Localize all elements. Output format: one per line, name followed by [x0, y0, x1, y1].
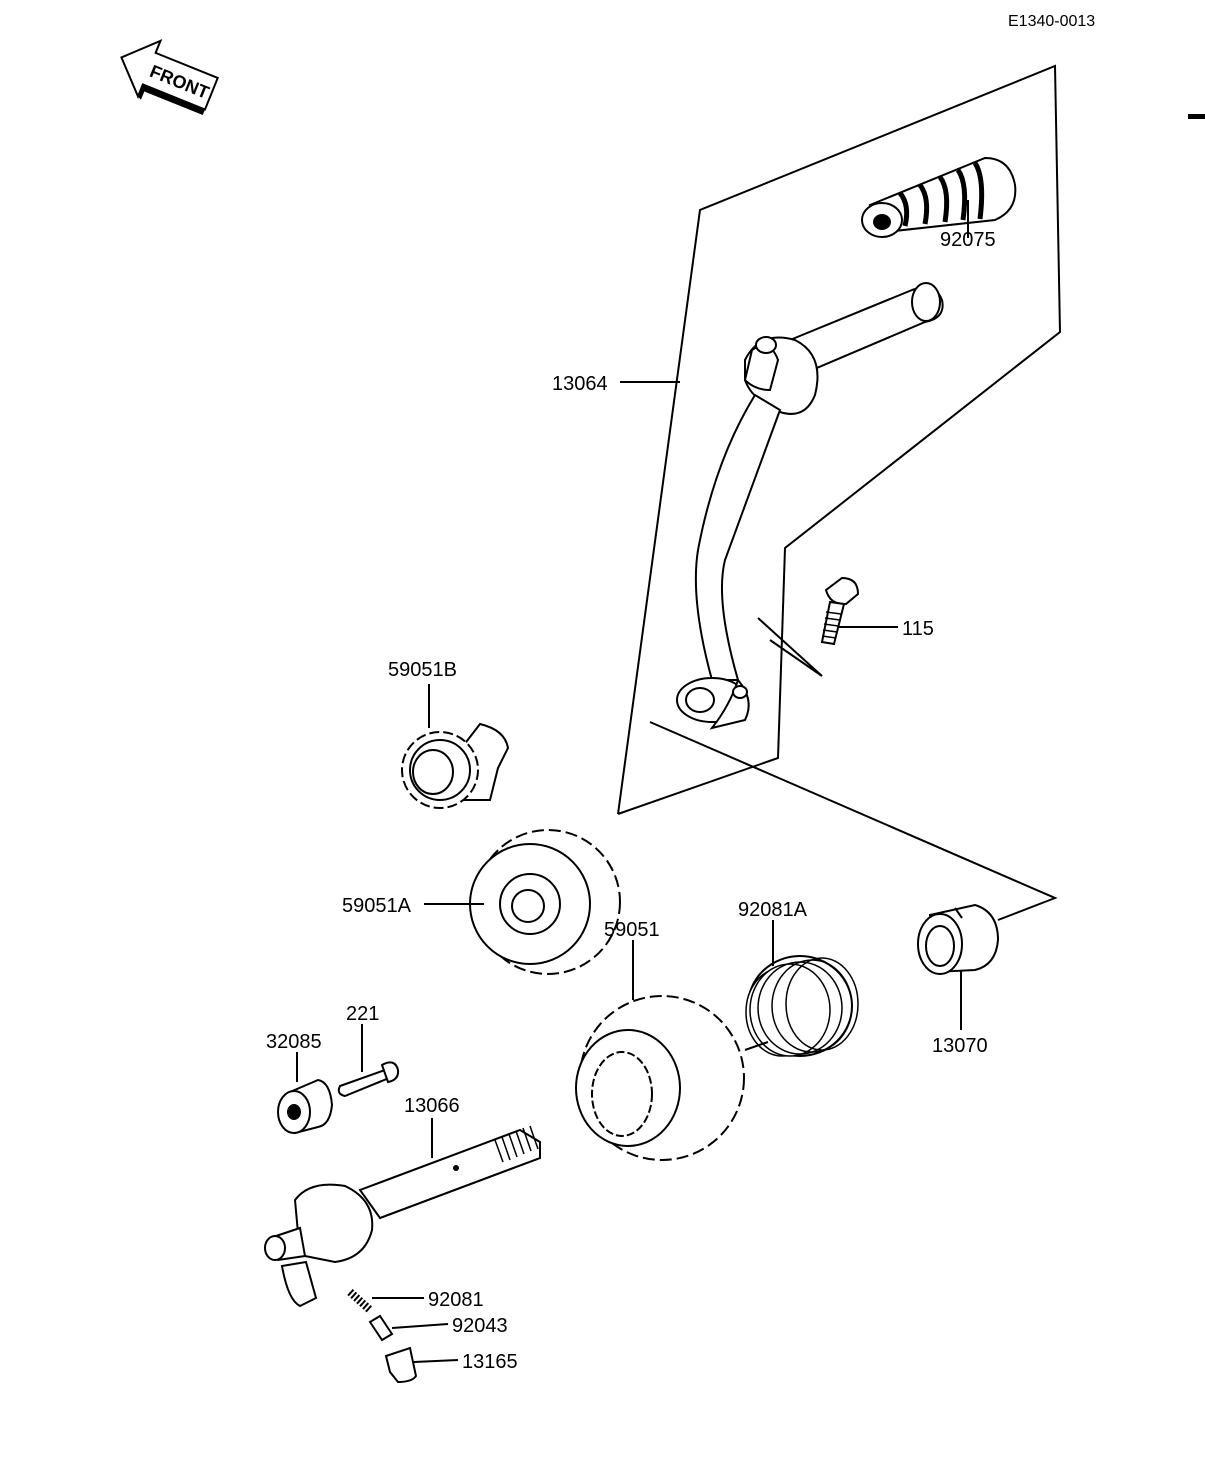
front-arrow-icon: FRONT: [120, 38, 220, 116]
pin-92043: [368, 1314, 394, 1342]
edge-mark: [1188, 114, 1205, 119]
label-115: 115: [902, 618, 934, 640]
label-59051: 59051: [604, 919, 660, 941]
kick-shaft-13066: [264, 1125, 541, 1308]
label-59051b: 59051B: [388, 659, 457, 681]
spring-guide-13070: [917, 903, 1000, 975]
label-13066: 13066: [404, 1095, 460, 1117]
kick-spring-92081a: [744, 955, 859, 1057]
ratchet-spring-92081: [347, 1289, 373, 1313]
label-92081a: 92081A: [738, 899, 808, 921]
pedal-bolt: [820, 576, 860, 646]
kick-pedal-arm: [676, 282, 944, 730]
label-13064: 13064: [552, 373, 608, 395]
assembly-outline: [617, 64, 1062, 815]
diagram-code: E1340-0013: [1008, 13, 1095, 30]
label-92081: 92081: [428, 1289, 484, 1311]
label-59051a: 59051A: [342, 895, 412, 917]
label-13165: 13165: [462, 1351, 518, 1373]
stopper-bolt-221: [337, 1061, 400, 1098]
collar-32085: [277, 1078, 334, 1135]
label-13070: 13070: [932, 1035, 988, 1057]
label-92043: 92043: [452, 1315, 508, 1337]
label-32085: 32085: [266, 1031, 322, 1053]
label-92075: 92075: [940, 229, 996, 251]
kick-pedal-rubber: [861, 156, 1017, 238]
small-gear-59051b: [401, 722, 510, 809]
gear-59051: [575, 995, 745, 1161]
label-221: 221: [346, 1003, 379, 1025]
plate-13165: [384, 1346, 418, 1384]
gear-59051a: [469, 829, 621, 975]
